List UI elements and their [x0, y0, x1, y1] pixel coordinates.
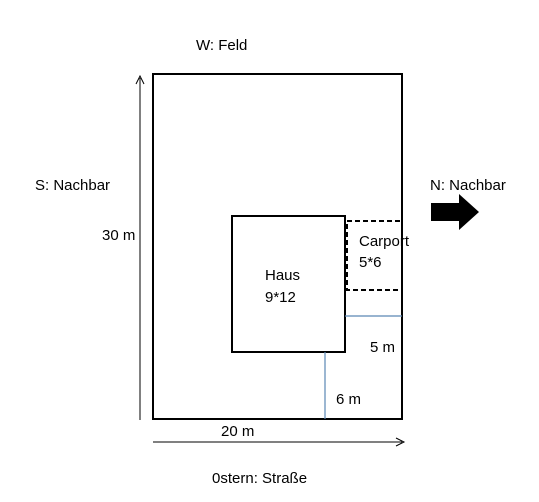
east-label: 0stern: Straße: [212, 470, 307, 487]
side-distance-label: 5 m: [370, 339, 395, 356]
house-outline: [231, 215, 346, 353]
plot-length-arrow: [135, 74, 145, 420]
plot-width-label: 20 m: [221, 423, 254, 440]
plot-width-arrow: [153, 437, 406, 447]
carport-size-label: 5*6: [359, 254, 382, 271]
carport-outline: [346, 220, 403, 291]
front-distance-label: 6 m: [336, 391, 361, 408]
west-label: W: Feld: [196, 37, 247, 54]
plot-length-label: 30 m: [102, 227, 135, 244]
north-label: N: Nachbar: [430, 177, 506, 194]
house-size-label: 9*12: [265, 289, 296, 306]
arrow-right-icon: [431, 194, 479, 230]
house-name-label: Haus: [265, 267, 300, 284]
carport-name-label: Carport: [359, 233, 410, 250]
south-label: S: Nachbar: [35, 177, 110, 194]
